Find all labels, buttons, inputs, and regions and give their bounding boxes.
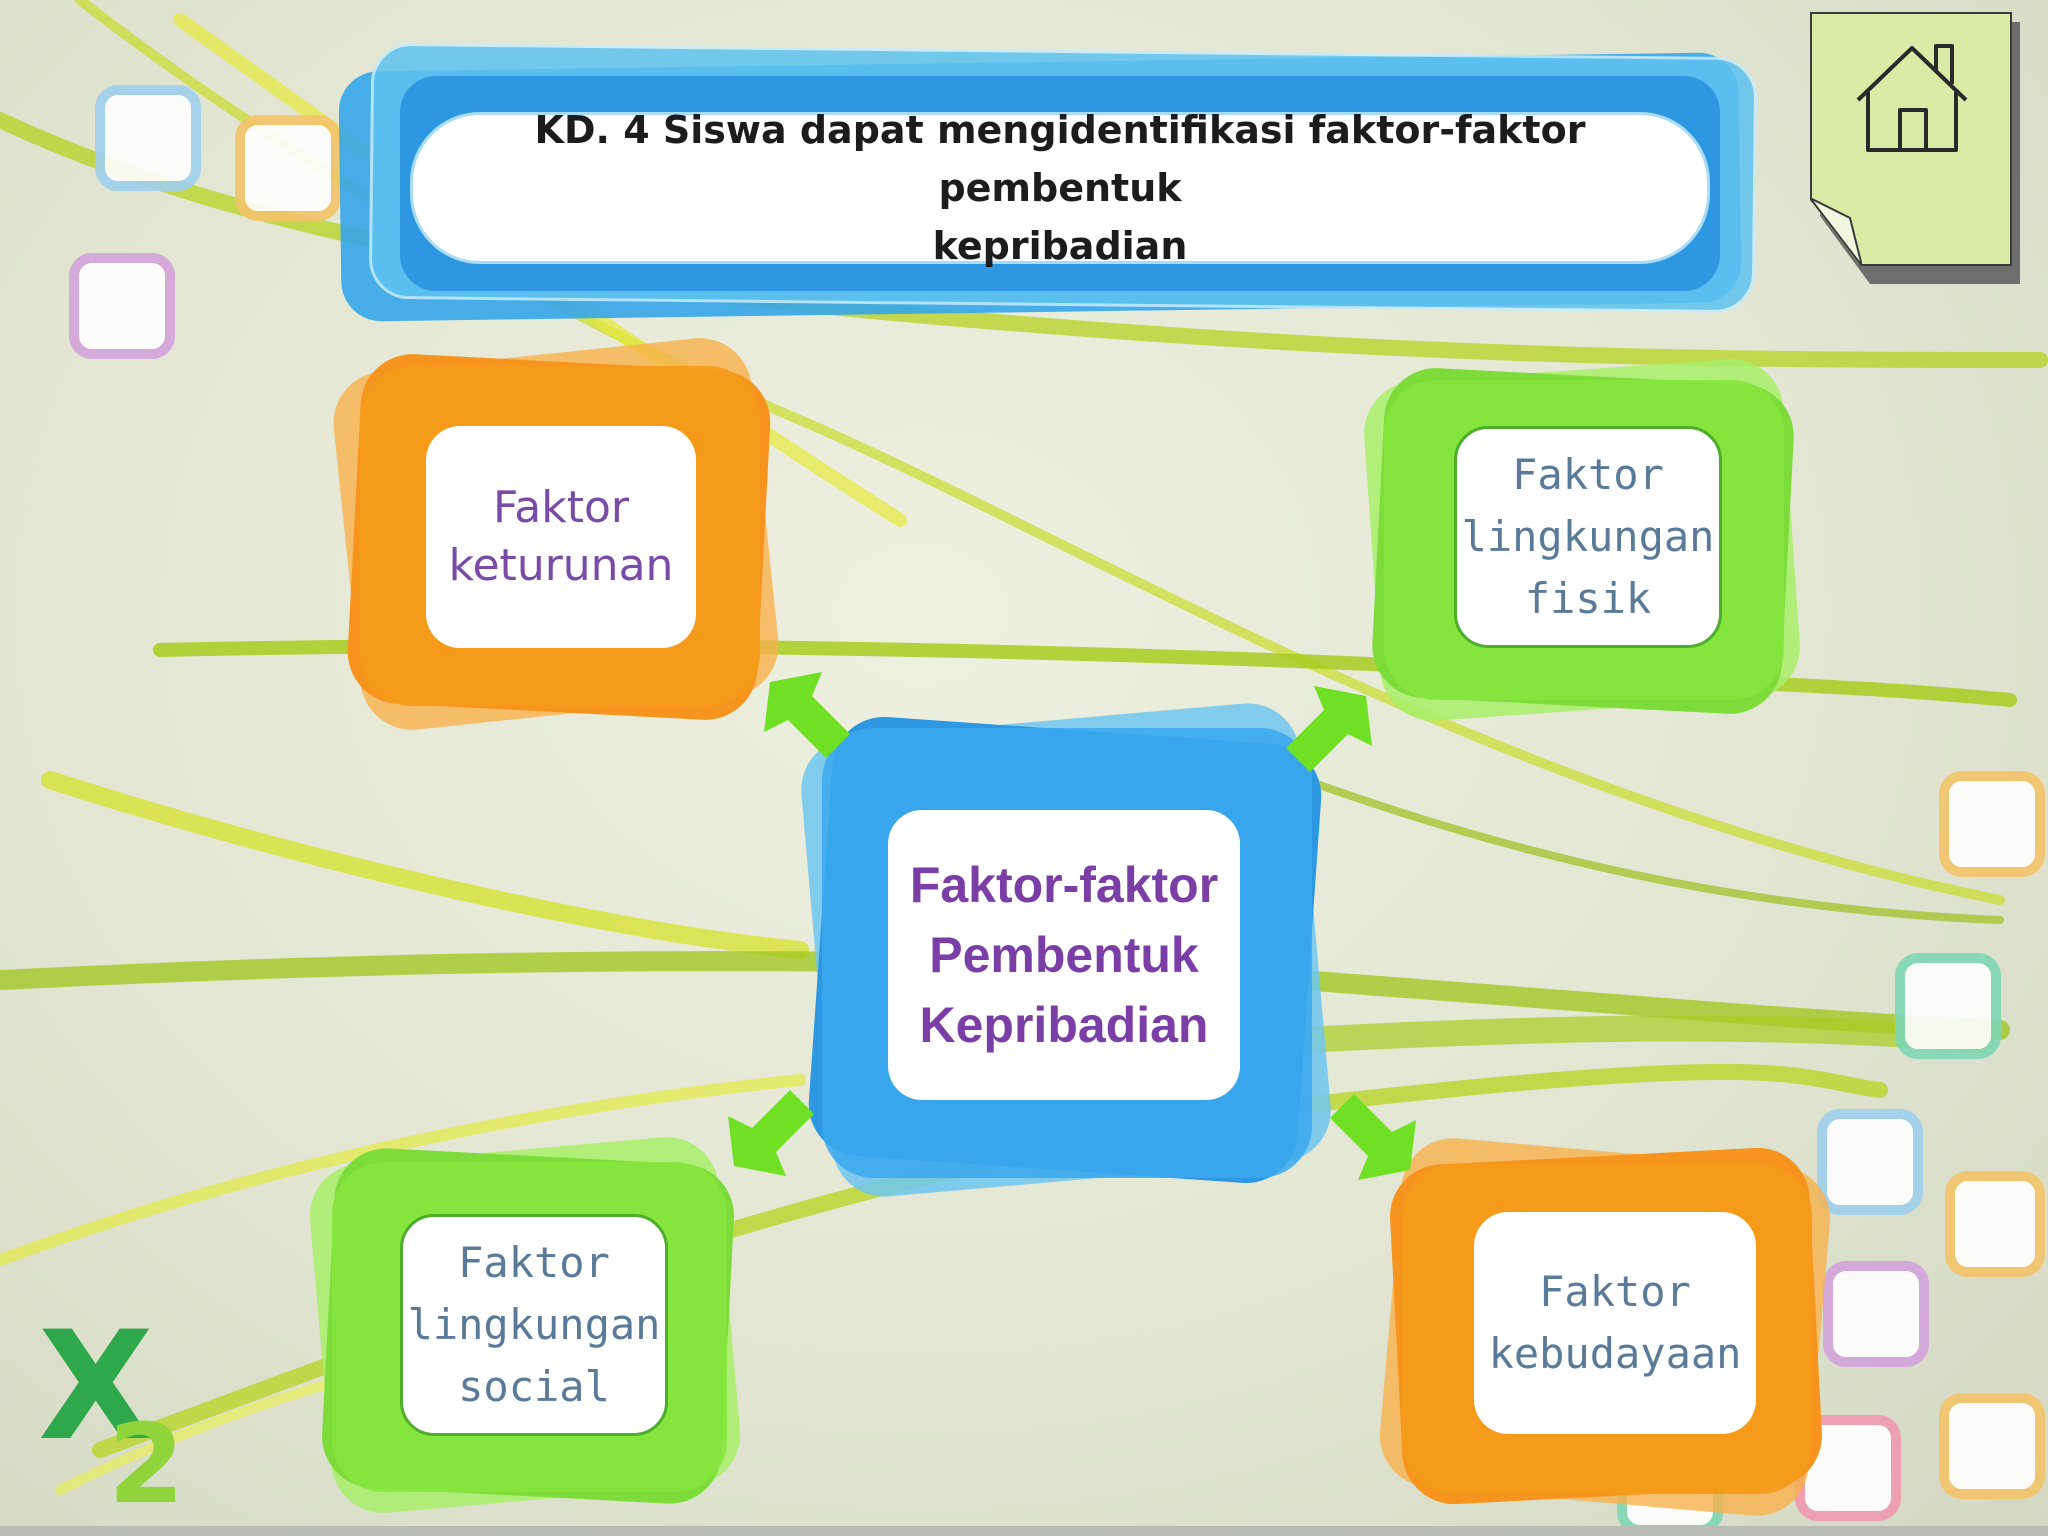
arrow-icon	[1286, 686, 1372, 772]
svg-text:2: 2	[108, 1400, 185, 1510]
svg-text:X: X	[38, 1320, 154, 1474]
page-title: KD. 4 Siswa dapat mengidentifikasi fakto…	[534, 108, 1586, 268]
arrow-icon	[1330, 1094, 1416, 1180]
center-node[interactable]: Faktor-faktor Pembentuk Kepribadian	[792, 699, 1340, 1201]
arrow-icon	[764, 672, 850, 758]
title-banner: KD. 4 Siswa dapat mengidentifikasi fakto…	[338, 40, 1760, 322]
node-kebudayaan[interactable]: Faktor kebudayaan	[1375, 1133, 1840, 1521]
title-box: KD. 4 Siswa dapat mengidentifikasi fakto…	[410, 108, 1710, 268]
arrow-icon	[728, 1090, 814, 1176]
node-label-lingkungan-social: Faktor lingkungan social	[407, 1238, 661, 1411]
home-button[interactable]	[1810, 12, 2020, 284]
node-lingkungan-fisik[interactable]: Faktor lingkungan fisik	[1360, 355, 1812, 725]
node-label-lingkungan-fisik: Faktor lingkungan fisik	[1461, 450, 1715, 623]
node-label-keturunan: Faktor keturunan	[448, 482, 674, 591]
node-keturunan[interactable]: Faktor keturunan	[328, 333, 784, 735]
node-label-kebudayaan: Faktor kebudayaan	[1488, 1267, 1742, 1378]
x2-logo: X 2	[38, 1320, 185, 1510]
home-icon	[1856, 44, 1968, 152]
center-node-label: Faktor-faktor Pembentuk Kepribadian	[909, 857, 1219, 1053]
node-lingkungan-social[interactable]: Faktor lingkungan social	[305, 1132, 752, 1520]
